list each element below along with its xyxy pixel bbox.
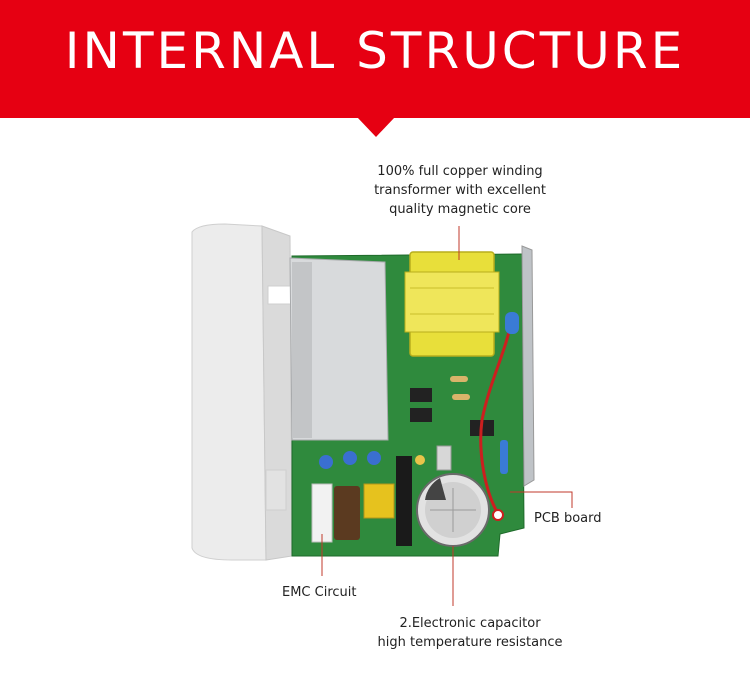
- emc-coil: [334, 486, 360, 540]
- heat-shield-shade: [292, 262, 312, 438]
- page-title: INTERNAL STRUCTURE: [64, 22, 686, 80]
- emc-callout: EMC Circuit: [282, 585, 357, 600]
- small-component: [436, 445, 452, 471]
- capacitor-callout: 2.Electronic capacitor high temperature …: [350, 614, 590, 652]
- blue-capacitor: [367, 451, 381, 465]
- heat-shield: [289, 257, 389, 441]
- resistor: [500, 440, 508, 474]
- pcb-callout: PCB board: [534, 511, 602, 526]
- banner-pointer: [357, 117, 395, 137]
- large-black-component: [396, 456, 412, 546]
- ic-chip: [410, 408, 432, 422]
- housing-notch: [265, 469, 287, 511]
- emc-white-part: [311, 483, 333, 543]
- resistor: [452, 394, 470, 400]
- small-cap: [415, 455, 425, 465]
- blue-capacitor: [343, 451, 357, 465]
- transformer-callout: 100% full copper winding transformer wit…: [335, 162, 585, 219]
- transformer-callout-line: quality magnetic core: [389, 202, 531, 217]
- emc-x-capacitor: [363, 483, 395, 519]
- plug-housing: [191, 223, 267, 561]
- capacitor-callout-line: high temperature resistance: [377, 635, 563, 650]
- small-component: [505, 312, 519, 334]
- capacitor-callout-line: 2.Electronic capacitor: [399, 616, 541, 631]
- leader-lines: [321, 226, 573, 606]
- metal-bracket: [521, 245, 535, 487]
- header-banner: INTERNAL STRUCTURE: [0, 0, 750, 118]
- blue-capacitor: [319, 455, 333, 469]
- resistor: [450, 376, 468, 382]
- transformer-winding: [404, 271, 500, 333]
- transformer-callout-line: 100% full copper winding: [377, 164, 543, 179]
- transformer-callout-line: transformer with excellent: [374, 183, 546, 198]
- red-wire: [479, 317, 514, 513]
- ic-chip: [410, 388, 432, 402]
